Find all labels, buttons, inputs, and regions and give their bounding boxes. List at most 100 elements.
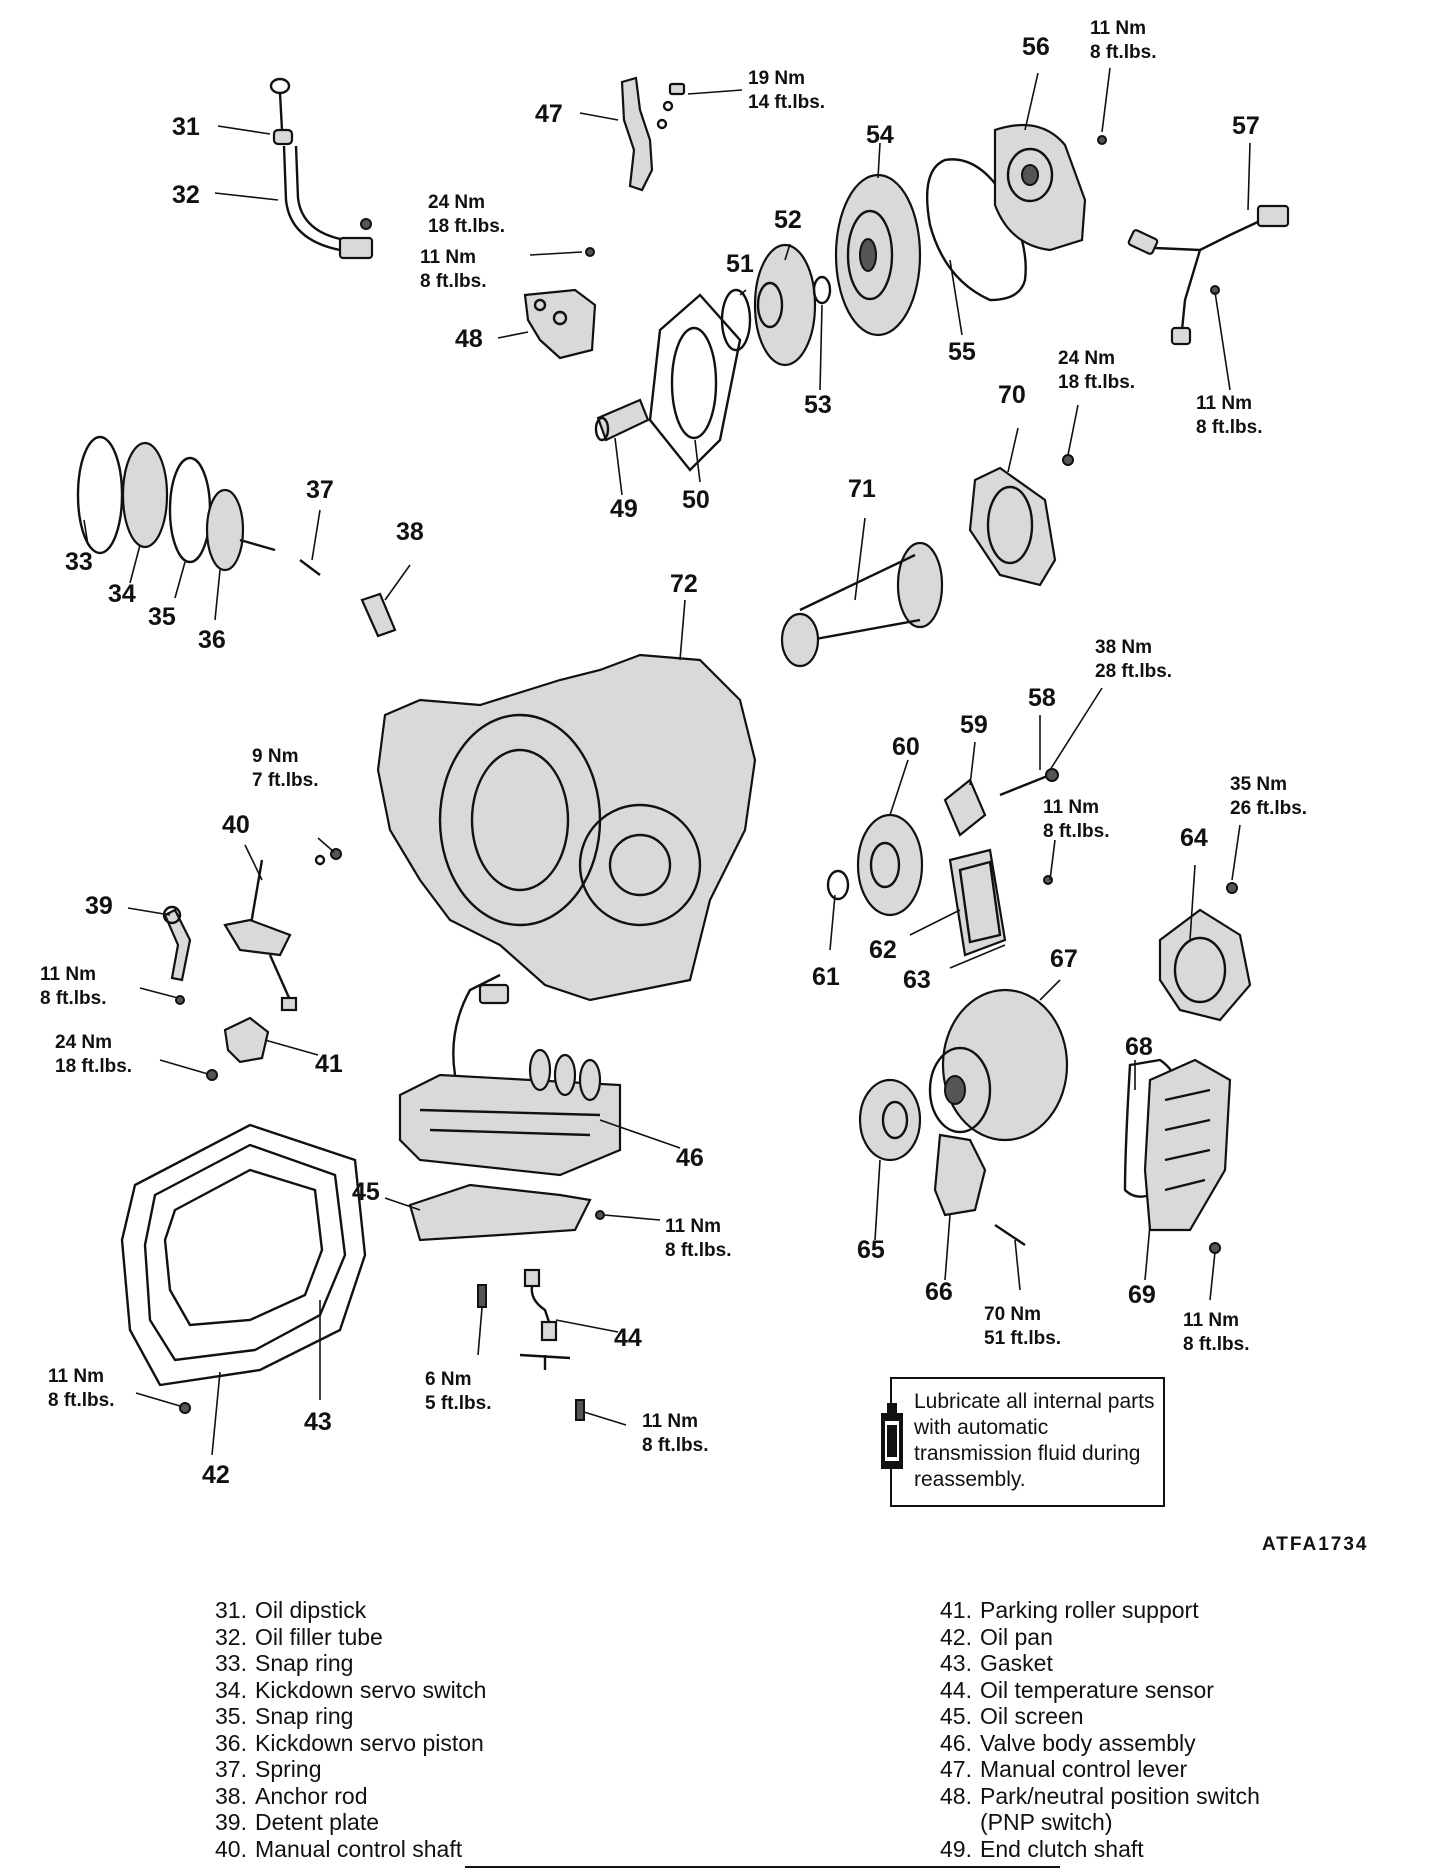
- oil-pan-part: [120, 1123, 367, 1414]
- transfer-drive-housing-part: [968, 454, 1074, 587]
- callout-53: 53: [804, 391, 832, 419]
- torque-specs: 19 Nm 14 ft.lbs. 11 Nm 8 ft.lbs. 24 Nm 1…: [40, 18, 1307, 1456]
- callout-41: 41: [315, 1050, 343, 1078]
- torque-69-nm: 11 Nm: [1183, 1310, 1239, 1331]
- differential-part: [928, 988, 1069, 1142]
- torque-66-nm: 70 Nm: [984, 1304, 1041, 1325]
- callout-50: 50: [682, 486, 710, 514]
- legend-item: 43.Gasket: [940, 1650, 1053, 1676]
- legend-item: 41.Parking roller support: [940, 1597, 1199, 1623]
- callout-72: 72: [670, 570, 698, 598]
- callout-59: 59: [960, 711, 988, 739]
- callout-32: 32: [172, 181, 200, 209]
- callout-55: 55: [948, 338, 976, 366]
- torque-39-nm: 11 Nm: [40, 964, 96, 985]
- oil-dipstick-part: [269, 77, 294, 146]
- legend-item: (PNP switch): [980, 1809, 1113, 1835]
- bottom-rule: [465, 1866, 1060, 1868]
- torque-56-ft: 8 ft.lbs.: [1090, 42, 1157, 63]
- lubrication-note-text: Lubricate all internal parts with automa…: [914, 1390, 1155, 1491]
- callout-54: 54: [866, 121, 894, 149]
- legend-item: 38.Anchor rod: [215, 1782, 368, 1809]
- legend-item: 36.Kickdown servo piston: [215, 1729, 484, 1756]
- oil-filler-tube-part: [282, 145, 374, 260]
- transfer-shaft-part: [780, 541, 944, 668]
- oil-temperature-sensor-part: [477, 1268, 585, 1421]
- torque-70-ft: 18 ft.lbs.: [1058, 372, 1135, 393]
- callout-71: 71: [848, 475, 876, 503]
- callout-63: 63: [903, 966, 931, 994]
- legend-item: 48.Park/neutral position switch: [940, 1782, 1260, 1809]
- seal-ring-part: [720, 288, 752, 352]
- torque-56-nm: 11 Nm: [1090, 18, 1146, 39]
- torque-41-ft: 18 ft.lbs.: [55, 1056, 132, 1077]
- legend-item: 42.Oil pan: [940, 1623, 1053, 1650]
- legend-item: 37.Spring: [215, 1756, 322, 1782]
- bearing-retainer-part: [1158, 882, 1252, 1022]
- legend-item: 45.Oil screen: [940, 1703, 1084, 1729]
- callout-68: 68: [1125, 1033, 1153, 1061]
- torque-42-nm: 11 Nm: [48, 1366, 104, 1387]
- legend-item: 31.Oil dipstick: [215, 1597, 367, 1623]
- callout-35: 35: [148, 603, 176, 631]
- callout-67: 67: [1050, 945, 1078, 973]
- torque-32-nm: 24 Nm: [428, 192, 485, 213]
- callout-36: 36: [198, 626, 226, 654]
- callout-31: 31: [172, 113, 200, 141]
- oil-screen-part: [408, 1183, 605, 1242]
- right-side-small-parts: [826, 768, 1059, 957]
- legend-item: 44.Oil temperature sensor: [940, 1676, 1214, 1703]
- torque-57-ft: 8 ft.lbs.: [1196, 417, 1263, 438]
- callout-61: 61: [812, 963, 840, 991]
- legend-item: 46.Valve body assembly: [940, 1729, 1196, 1756]
- callout-66: 66: [925, 1278, 953, 1306]
- callout-64: 64: [1180, 824, 1208, 852]
- torque-62-nm: 11 Nm: [1043, 797, 1099, 818]
- callout-65: 65: [857, 1236, 885, 1264]
- leader-lines: [83, 67, 1251, 1456]
- callout-58: 58: [1028, 684, 1056, 712]
- torque-66-ft: 51 ft.lbs.: [984, 1328, 1061, 1349]
- callout-numbers: 31 32 33 34 35 36 37 38 39 40 41 42 43 4…: [65, 33, 1260, 1489]
- callout-46: 46: [676, 1144, 704, 1172]
- legend-item: 33.Snap ring: [215, 1650, 354, 1676]
- torque-70-nm: 24 Nm: [1058, 348, 1115, 369]
- torque-39-ft: 8 ft.lbs.: [40, 988, 107, 1009]
- callout-60: 60: [892, 733, 920, 761]
- lubrication-note-box: Lubricate all internal parts with automa…: [881, 1377, 1165, 1507]
- callout-56: 56: [1022, 33, 1050, 61]
- speed-sensor-harness-part: [1127, 204, 1290, 346]
- pnp-switch-part: [523, 247, 597, 360]
- torque-44b-ft: 8 ft.lbs.: [642, 1435, 709, 1456]
- torque-62-ft: 8 ft.lbs.: [1043, 821, 1110, 842]
- end-plate-part: [648, 293, 742, 472]
- torque-64-nm: 35 Nm: [1230, 774, 1287, 795]
- torque-57-nm: 11 Nm: [1196, 393, 1252, 414]
- torque-69-ft: 8 ft.lbs.: [1183, 1334, 1250, 1355]
- transaxle-case-part: [376, 653, 757, 1002]
- legend-item: 32.Oil filler tube: [215, 1623, 383, 1650]
- torque-44b-nm: 11 Nm: [642, 1411, 698, 1432]
- callout-43: 43: [304, 1408, 332, 1436]
- differential-cover-part: [1123, 1058, 1232, 1254]
- legend-right-column: 41.Parking roller support 42.Oil pan 43.…: [930, 1597, 1260, 1862]
- callout-49: 49: [610, 495, 638, 523]
- torque-47-nm: 19 Nm: [748, 68, 805, 89]
- callout-62: 62: [869, 936, 897, 964]
- callout-69: 69: [1128, 1281, 1156, 1309]
- torque-58-ft: 28 ft.lbs.: [1095, 661, 1172, 682]
- callout-70: 70: [998, 381, 1026, 409]
- torque-42-ft: 8 ft.lbs.: [48, 1390, 115, 1411]
- legend-item: 39.Detent plate: [215, 1809, 380, 1835]
- callout-39: 39: [85, 892, 113, 920]
- callout-38: 38: [396, 518, 424, 546]
- callout-40: 40: [222, 811, 250, 839]
- torque-40-nm: 9 Nm: [252, 746, 298, 767]
- rear-cover-part: [993, 123, 1107, 252]
- callout-48: 48: [455, 325, 483, 353]
- figure-id: ATFA1734: [1262, 1534, 1369, 1555]
- callout-51: 51: [726, 250, 754, 278]
- kickdown-servo-group: [76, 435, 397, 638]
- torque-32-ft: 18 ft.lbs.: [428, 216, 505, 237]
